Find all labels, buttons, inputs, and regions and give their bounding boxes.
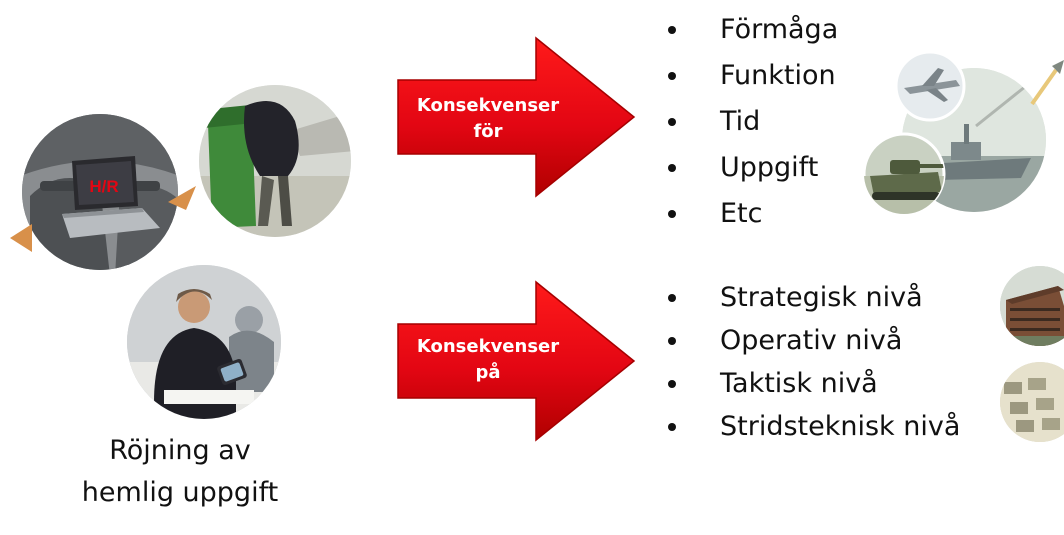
caption: Röjning av hemlig uppgift — [60, 430, 300, 514]
arrow-label-on: Konsekvenser på — [398, 334, 578, 386]
arrow-consequences-for — [397, 36, 636, 198]
arrow-label-for-line-2: för — [473, 121, 503, 142]
headquarters-building-illustration — [1000, 266, 1064, 346]
consequence-on-list: Strategisk nivå Operativ nivå Taktisk ni… — [656, 276, 960, 448]
list-item: Förmåga — [656, 7, 838, 53]
caption-line-1: Röjning av — [109, 435, 251, 466]
list-item: Stridsteknisk nivå — [656, 405, 960, 448]
arrow-label-for: Konsekvenser för — [398, 93, 578, 145]
officer-with-tablet-illustration — [127, 265, 281, 419]
arrow-label-on-line-2: på — [475, 362, 501, 383]
left-pointer-icon — [10, 224, 32, 252]
laptop-screen-label: H/R — [89, 177, 118, 196]
military-assets-illustration — [862, 50, 1064, 216]
list-item: Operativ nivå — [656, 319, 960, 362]
list-item: Tid — [656, 99, 838, 145]
list-item: Uppgift — [656, 145, 838, 191]
field-camp-illustration — [1000, 362, 1064, 442]
arrow-label-on-line-1: Konsekvenser — [416, 336, 560, 357]
list-item: Etc — [656, 191, 838, 237]
consequence-for-list: Förmåga Funktion Tid Uppgift Etc — [656, 7, 838, 237]
laptop-in-car-illustration: H/R — [10, 114, 196, 270]
arrow-consequences-on — [397, 280, 636, 442]
list-item: Taktisk nivå — [656, 362, 960, 405]
right-pointer-icon — [168, 186, 196, 210]
list-item: Strategisk nivå — [656, 276, 960, 319]
arrow-label-for-line-1: Konsekvenser — [416, 95, 560, 116]
dumpster-diving-illustration — [199, 85, 351, 237]
caption-line-2: hemlig uppgift — [81, 477, 279, 508]
list-item: Funktion — [656, 53, 838, 99]
